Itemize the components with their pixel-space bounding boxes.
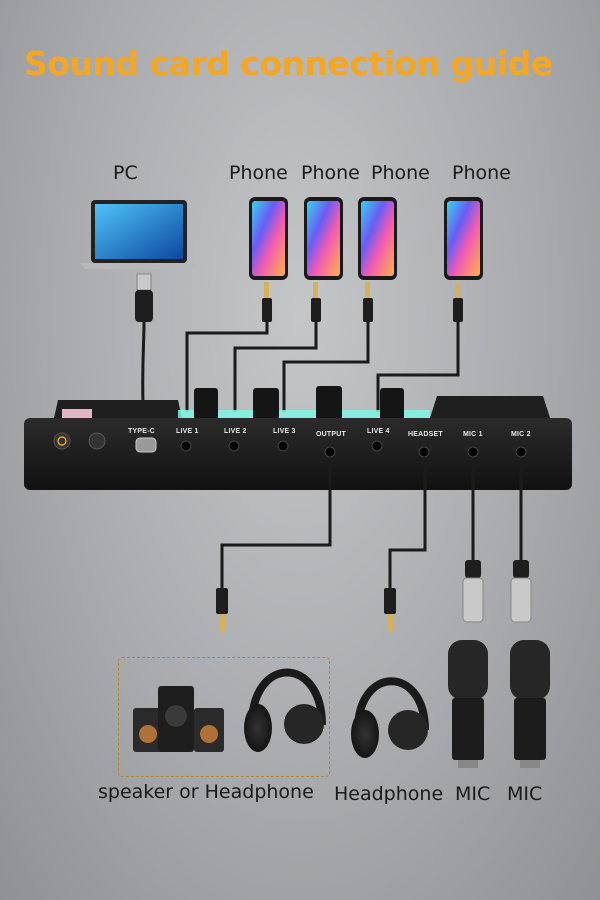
port-label-mic-1: MIC 1 xyxy=(463,431,483,438)
output-plugs xyxy=(216,560,532,632)
headphone-icon-1 xyxy=(244,668,326,752)
phone-icon-4 xyxy=(444,197,483,280)
laptop-icon xyxy=(80,200,198,269)
sound-card-device xyxy=(24,386,572,490)
label-phone-4: Phone xyxy=(452,162,511,184)
phone-icon-1 xyxy=(249,197,288,280)
headphone-icon-2 xyxy=(351,677,429,758)
phone-icon-3 xyxy=(358,197,397,280)
page-title: Sound card connection guide xyxy=(24,44,553,83)
label-phone-2: Phone xyxy=(301,162,360,184)
output-cables xyxy=(220,458,523,590)
speaker-icon xyxy=(133,686,224,752)
port-label-headset: HEADSET xyxy=(408,431,443,438)
xlr-connector-icon xyxy=(462,560,484,623)
port-label-live-4: LIVE 4 xyxy=(367,428,390,435)
phone-plugs xyxy=(262,282,463,322)
microphone-icon-1 xyxy=(448,640,488,768)
label-mic-1: MIC xyxy=(455,783,491,805)
speaker-headphone-group xyxy=(118,657,330,777)
port-label-mic-2: MIC 2 xyxy=(511,431,531,438)
label-pc: PC xyxy=(113,162,138,184)
label-speaker-or-headphone: speaker or Headphone xyxy=(98,781,314,803)
phone-icon-2 xyxy=(304,197,343,280)
port-label-type-c: TYPE-C xyxy=(128,428,155,435)
label-phone-3: Phone xyxy=(371,162,430,184)
label-phone-1: Phone xyxy=(229,162,288,184)
label-mic-2: MIC xyxy=(507,783,543,805)
microphone-icon-2 xyxy=(510,640,550,768)
port-label-live-1: LIVE 1 xyxy=(176,428,199,435)
port-label-output: OUTPUT xyxy=(316,431,346,438)
xlr-connector-icon xyxy=(510,560,532,623)
phone-cables xyxy=(185,320,460,412)
port-label-live-2: LIVE 2 xyxy=(224,428,247,435)
port-label-live-3: LIVE 3 xyxy=(273,428,296,435)
label-headphone: Headphone xyxy=(334,783,444,805)
